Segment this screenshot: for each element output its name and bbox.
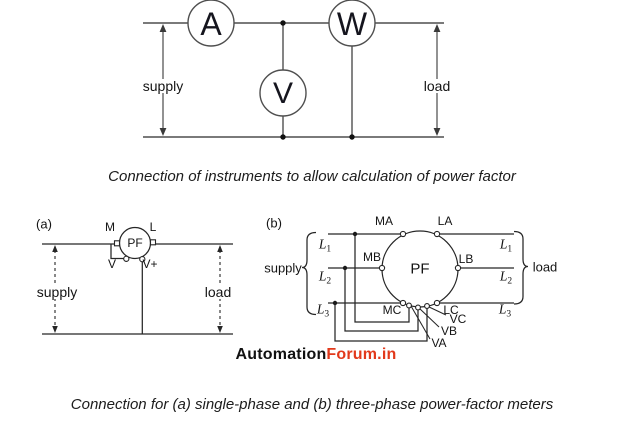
terminal-l-label: L: [149, 220, 157, 234]
phase-number: 3: [506, 309, 512, 320]
bottom-caption: Connection for (a) single-phase and (b) …: [70, 396, 554, 413]
phase-letter: L: [498, 301, 507, 317]
watermark-automation: Automation: [235, 346, 327, 363]
terminal-mc-label: MC: [382, 303, 402, 317]
three-phase-wires: [328, 233, 514, 342]
watermark-forum-in: Forum.in: [326, 346, 397, 363]
ammeter-circle: [187, 0, 235, 47]
three-phase-junction-dots: [332, 231, 358, 306]
top-circuit-junction-dots: [280, 20, 355, 140]
three-phase-terminals: [378, 230, 462, 311]
terminal-m-label: M: [105, 220, 115, 234]
terminal-mb-label: MB: [363, 250, 381, 264]
phase-letter: L: [318, 268, 327, 284]
phase-label-l2-supply: L2: [319, 269, 331, 287]
three-phase-pf-label: PF: [410, 260, 430, 278]
three-phase-supply-label: supply: [264, 260, 302, 276]
voltmeter-label: V: [272, 77, 294, 110]
top-supply-label: supply: [140, 78, 186, 94]
phase-letter: L: [499, 236, 508, 252]
top-circuit-caption: Connection of instruments to allow calcu…: [108, 168, 516, 185]
terminal-la-label: LA: [437, 214, 453, 228]
wattmeter-circle: [328, 0, 376, 47]
phase-letter: L: [316, 301, 325, 317]
wattmeter-label: W: [336, 6, 368, 42]
phase-letter: L: [318, 236, 327, 252]
phase-number: 2: [326, 276, 332, 287]
single-phase-terminals: [113, 239, 157, 263]
phase-number: 1: [326, 244, 332, 255]
three-phase-voltage-leader-lines: [410, 305, 447, 340]
ammeter-label: A: [200, 6, 222, 42]
figure-a-label: (a): [36, 216, 52, 232]
phase-letter: L: [499, 268, 508, 284]
terminal-lc-label: LC: [443, 303, 459, 317]
terminal-vb-label: VB: [440, 324, 458, 338]
voltmeter-circle: [259, 69, 307, 117]
supply-brace: [301, 231, 317, 316]
terminal-ma-label: MA: [375, 214, 393, 228]
phase-label-l3-load: L3: [499, 302, 511, 320]
phase-label-l1-supply: L1: [319, 237, 331, 255]
phase-number: 2: [507, 276, 513, 287]
single-phase-pf-label: PF: [127, 236, 143, 250]
phase-number: 1: [507, 244, 513, 255]
three-phase-load-label: load: [532, 259, 558, 275]
single-phase-supply-label: supply: [34, 284, 80, 300]
phase-label-l3-supply: L3: [317, 302, 329, 320]
terminal-vplus-label: V+: [142, 257, 158, 271]
terminal-v-label: V: [107, 257, 117, 271]
figure-b-label: (b): [266, 215, 282, 231]
terminal-vc-label: VC: [449, 312, 467, 326]
terminal-lb-label: LB: [458, 252, 474, 266]
top-load-label: load: [421, 78, 453, 94]
terminal-va-label: VA: [431, 336, 447, 350]
phase-number: 3: [324, 309, 330, 320]
three-phase-braces: [301, 230, 529, 316]
load-brace: [513, 230, 529, 305]
watermark: AutomationForum.in: [236, 346, 397, 364]
phase-label-l1-load: L1: [500, 237, 512, 255]
single-phase-load-label: load: [202, 284, 234, 300]
phase-label-l2-load: L2: [500, 269, 512, 287]
